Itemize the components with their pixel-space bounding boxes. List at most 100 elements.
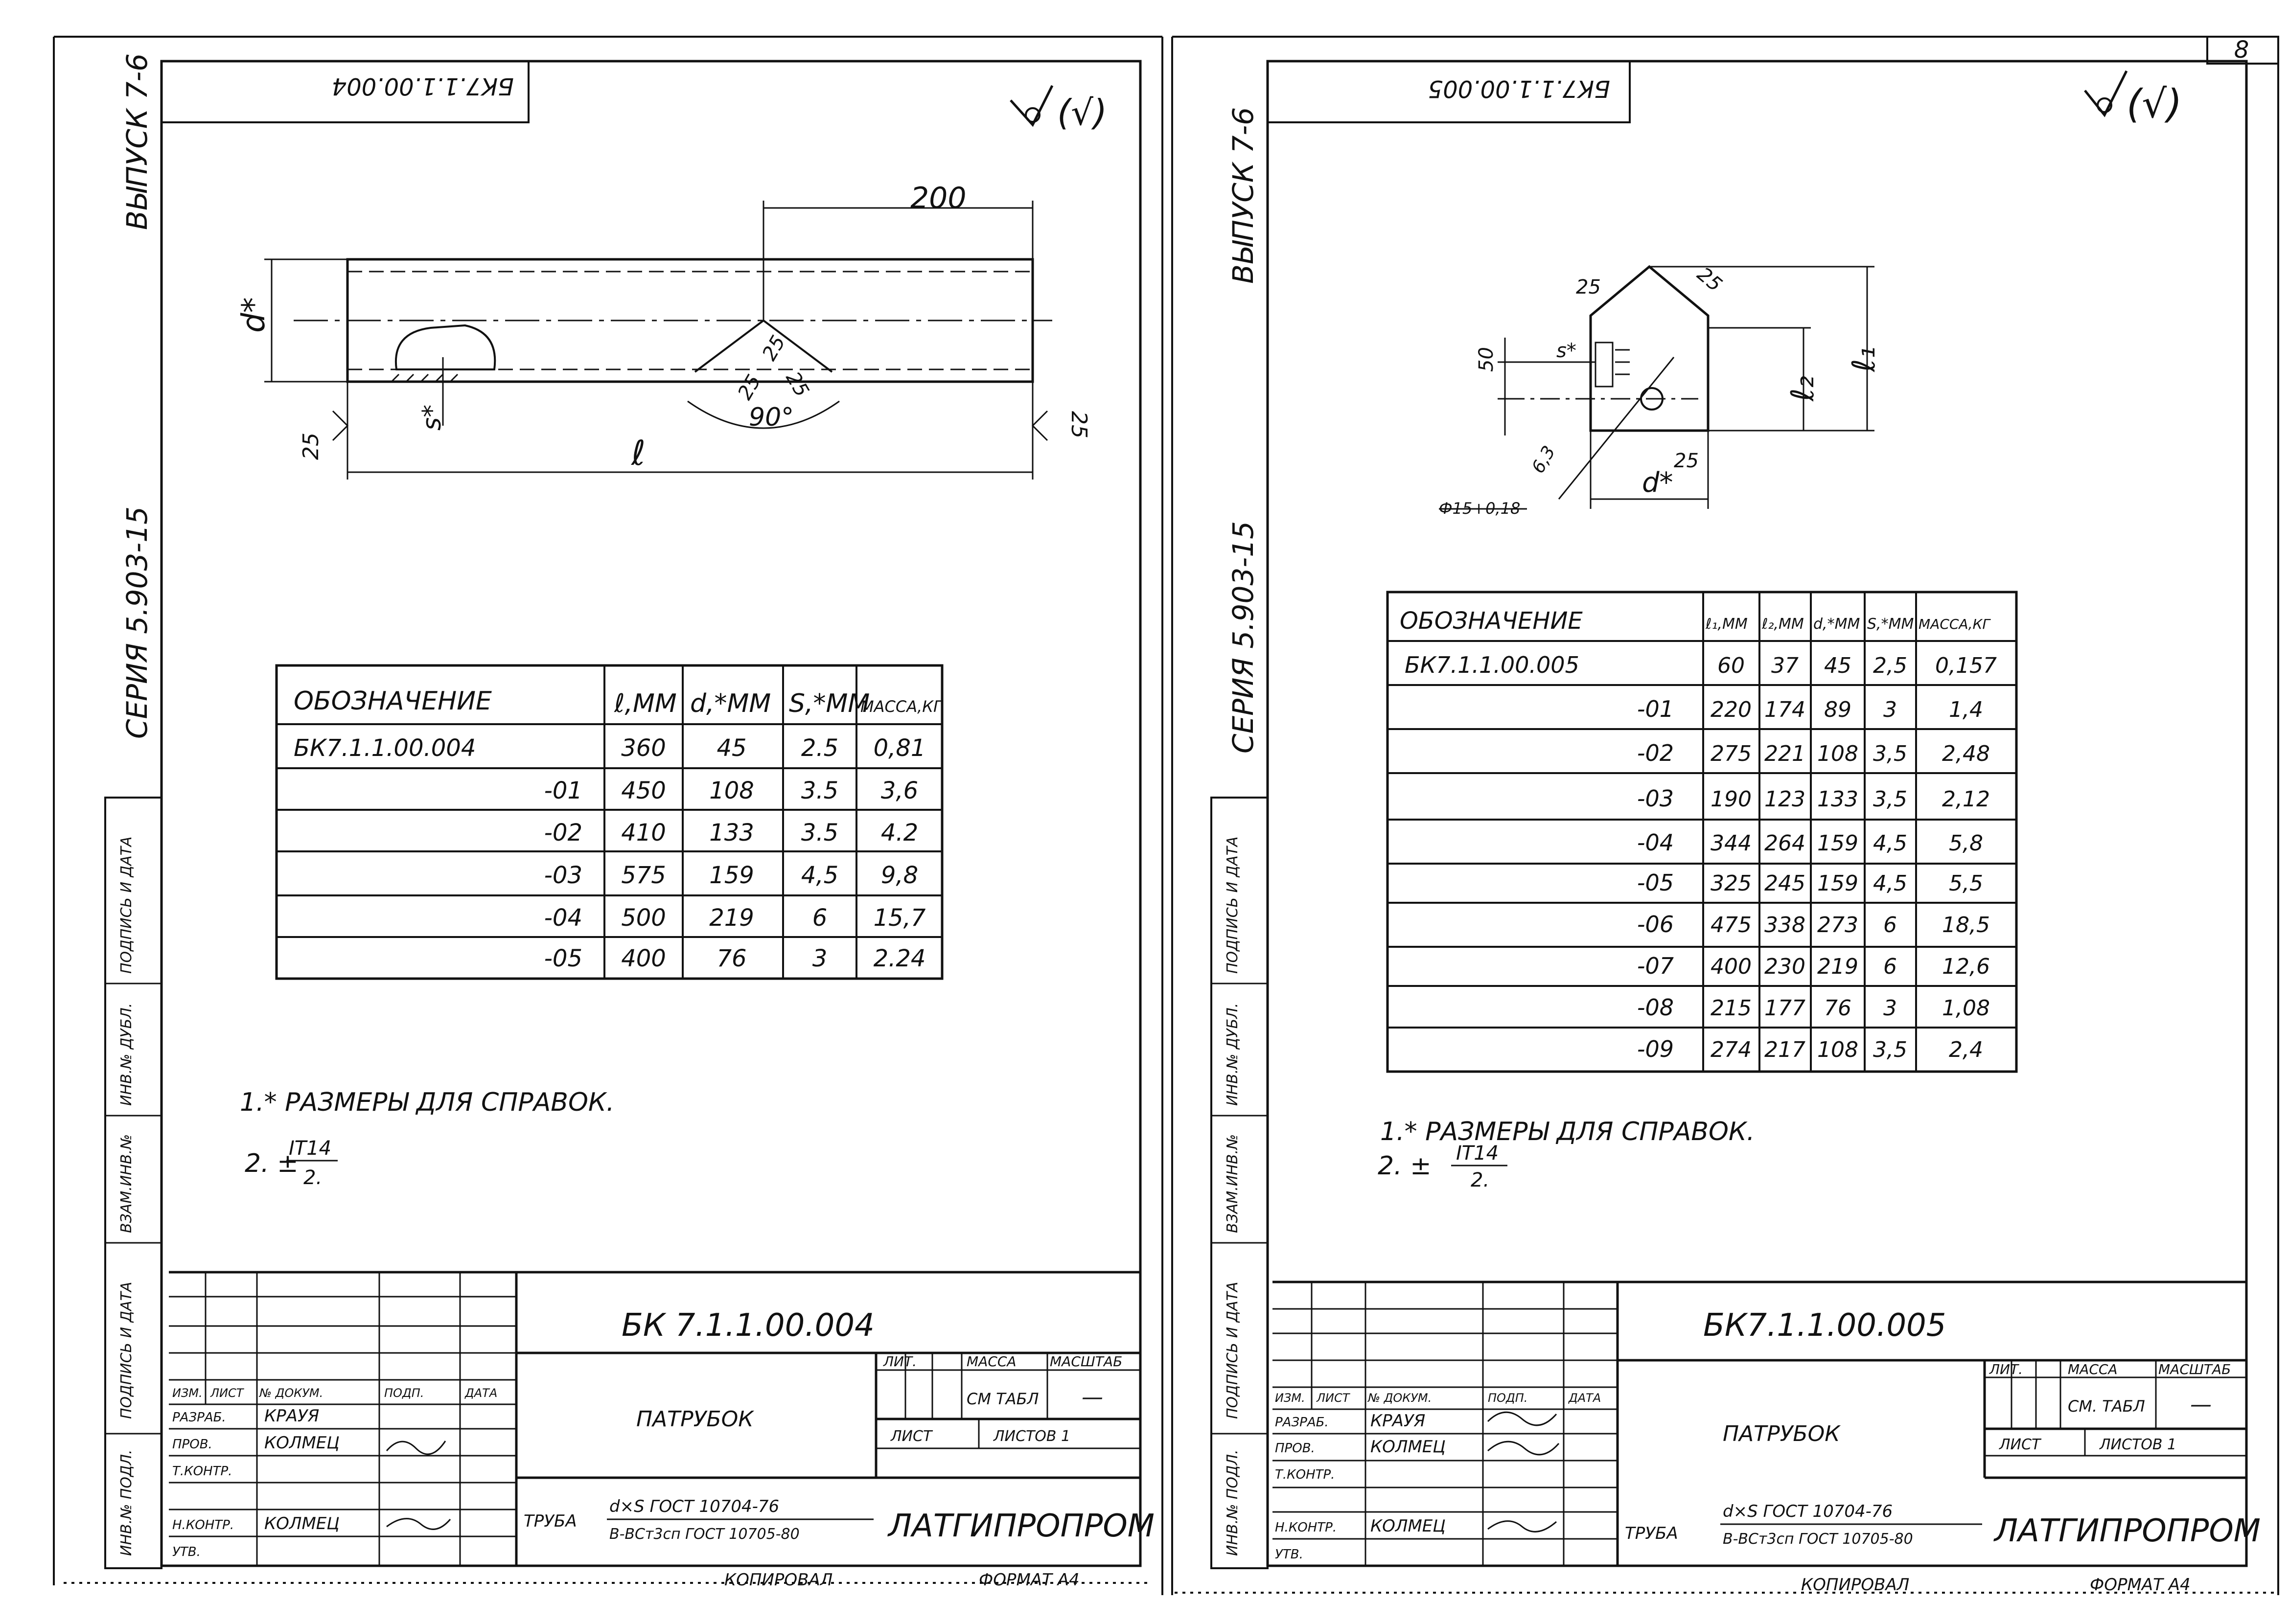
th-l2: ℓ₂,ММ: [1761, 616, 1804, 633]
variants-table: ОБОЗНАЧЕНИЕ ℓ₁,ММ ℓ₂,ММ d,*ММ S,*ММ МАСС…: [1386, 591, 2018, 1073]
strip-inv-podl: ИНВ.№ ПОДЛ.: [118, 1449, 135, 1556]
title-block: БК 7.1.1.00.004 ПАТРУБОК ЛИТ. МАССА МАСШ…: [169, 1271, 1155, 1590]
cell: 3: [1883, 697, 1897, 722]
table-row: -05 400 76 3 2.24: [544, 945, 926, 972]
dim-25b: 25: [1693, 263, 1727, 296]
cell: 2,4: [1949, 1037, 1983, 1062]
strip-sign-date-2: ПОДПИСЬ И ДАТА: [1224, 837, 1241, 974]
note-2: 2. ±: [1378, 1151, 1432, 1181]
stamp-code: БК7.1.1.00.005: [1428, 75, 1610, 102]
right-sheet: ИНВ.№ ПОДЛ. ПОДПИСЬ И ДАТА ВЗАМ.ИНВ.№ ИН…: [1210, 60, 2261, 1595]
cell: 1,08: [1942, 996, 1990, 1021]
tb-name-cell: КОЛМЕЦ: [1370, 1516, 1446, 1536]
strip-inv-dubl: ИНВ.№ ДУБЛ.: [1224, 1003, 1241, 1106]
side-issue: ВЫПУСК 7-6: [120, 53, 154, 230]
cell: 108: [709, 777, 754, 804]
tb-role: ЛИСТ: [1316, 1391, 1351, 1405]
note-2: 2. ±: [245, 1149, 299, 1178]
cell: 190: [1711, 787, 1752, 812]
dim-25b: 25: [1066, 411, 1091, 438]
dim-angle: 90°: [749, 403, 794, 432]
cell: 2.24: [874, 945, 926, 972]
strip-vzam-inv: ВЗАМ.ИНВ.№: [118, 1134, 135, 1233]
note-2-num: IT14: [1456, 1142, 1499, 1165]
cell: 2.5: [801, 734, 838, 762]
tb-copied: КОПИРОВАЛ: [724, 1570, 832, 1590]
tb-scale-val: —: [2190, 1392, 2212, 1417]
table-row: БК7.1.1.00.005 60 37 45 2,5 0,157: [1405, 652, 1997, 678]
dim-d: d*: [236, 297, 272, 333]
cell: 0,81: [874, 734, 926, 762]
th-designation: ОБОЗНАЧЕНИЕ: [1400, 607, 1583, 635]
th-l: ℓ,ММ: [614, 689, 677, 718]
strip-sign-date-1: ПОДПИСЬ И ДАТА: [118, 1282, 135, 1419]
stamp-code: БК7.1.1.00.004: [332, 72, 514, 100]
tb-role: № ДОКУМ.: [1367, 1391, 1432, 1405]
side-series: СЕРИЯ 5.903-15: [120, 506, 154, 739]
cell: -07: [1637, 953, 1674, 979]
tb-scale-val: —: [1082, 1385, 1103, 1410]
cell: 215: [1711, 996, 1752, 1021]
cell: 230: [1764, 954, 1805, 979]
notes: 1.* РАЗМЕРЫ ДЛЯ СПРАВОК. 2. ± IT14 2.: [240, 1088, 614, 1189]
signature: [386, 1518, 451, 1530]
cell: -05: [544, 945, 582, 972]
cell: -03: [1637, 785, 1674, 812]
tb-role: № ДОКУМ.: [258, 1386, 323, 1400]
tb-material-prefix: ТРУБА: [524, 1511, 577, 1531]
stamp-box: [161, 60, 530, 123]
tb-scale: МАСШТАБ: [2158, 1361, 2231, 1377]
tb-mass: МАССА: [2068, 1361, 2118, 1377]
tb-sheets: ЛИСТОВ 1: [2099, 1436, 2176, 1453]
table-row: -03 190 123 133 3,5 2,12: [1637, 785, 1990, 812]
th-mass: МАССА,КГ: [860, 697, 943, 716]
tb-role: Т.КОНТР.: [1275, 1467, 1335, 1482]
cell: 45: [1824, 653, 1851, 678]
signature: [1487, 1411, 1557, 1426]
dim-length: ℓ: [631, 433, 646, 473]
table-row: -03 575 159 4,5 9,8: [544, 862, 919, 889]
tb-role: ИЗМ.: [1275, 1391, 1305, 1405]
tb-role: ПОДП.: [1488, 1391, 1527, 1405]
tb-role: РАЗРАБ.: [1275, 1415, 1329, 1430]
strip-inv-dubl: ИНВ.№ ДУБЛ.: [118, 1003, 135, 1106]
cell: 0,157: [1935, 653, 1997, 678]
cell: 219: [1817, 954, 1858, 979]
tb-material-top: d×S ГОСТ 10704-76: [609, 1497, 779, 1516]
plate-drawing: Ф15+0,18 ℓ₁ ℓ₂ 50 s* d* 6,3 25 25 25: [1439, 263, 1882, 518]
dim-50: 50: [1475, 347, 1498, 372]
strip-sign-date-1: ПОДПИСЬ И ДАТА: [1224, 1282, 1241, 1419]
dim-25a: 25: [299, 433, 324, 460]
cell: 123: [1764, 787, 1805, 812]
cell: 500: [621, 904, 666, 932]
cell: 3.5: [801, 777, 838, 804]
cell: -01: [544, 777, 582, 804]
sheet-number-box: 8: [2206, 36, 2279, 65]
table-row: БК7.1.1.00.004 360 45 2.5 0,81: [294, 734, 925, 762]
cell: 3,5: [1873, 787, 1907, 812]
signature: [386, 1441, 446, 1455]
dim-25e: 25: [781, 368, 813, 401]
left-sheet: ИНВ.№ ПОДЛ. ПОДПИСЬ И ДАТА ВЗАМ.ИНВ.№ ИН…: [104, 53, 1155, 1590]
tb-material-bottom: В-ВСт3сп ГОСТ 10705-80: [609, 1526, 800, 1543]
tb-sheets: ЛИСТОВ 1: [993, 1428, 1070, 1445]
side-series: СЕРИЯ 5.903-15: [1226, 521, 1260, 754]
tb-material-prefix: ТРУБА: [1625, 1524, 1678, 1543]
cell: 89: [1824, 697, 1851, 722]
table-row: -09 274 217 108 3,5 2,4: [1637, 1036, 1983, 1062]
cell: 3: [1883, 996, 1897, 1021]
cell: 4,5: [1873, 831, 1907, 856]
cell: 76: [1824, 996, 1851, 1021]
tb-role: ИЗМ.: [172, 1386, 203, 1400]
signature: [1487, 1520, 1557, 1533]
tb-sheet: ЛИСТ: [1999, 1436, 2042, 1453]
tb-material-top: d×S ГОСТ 10704-76: [1723, 1502, 1893, 1521]
tb-lit: ЛИТ.: [883, 1353, 917, 1370]
cell: 133: [1817, 787, 1858, 812]
roughness-mark: (√): [1010, 85, 1107, 133]
cell: 3,5: [1873, 741, 1907, 766]
cell: 133: [709, 819, 754, 846]
dim-s: s*: [1556, 340, 1576, 362]
dim-l2: ℓ₂: [1785, 376, 1821, 402]
tb-name-cell: КОЛМЕЦ: [1370, 1437, 1446, 1457]
